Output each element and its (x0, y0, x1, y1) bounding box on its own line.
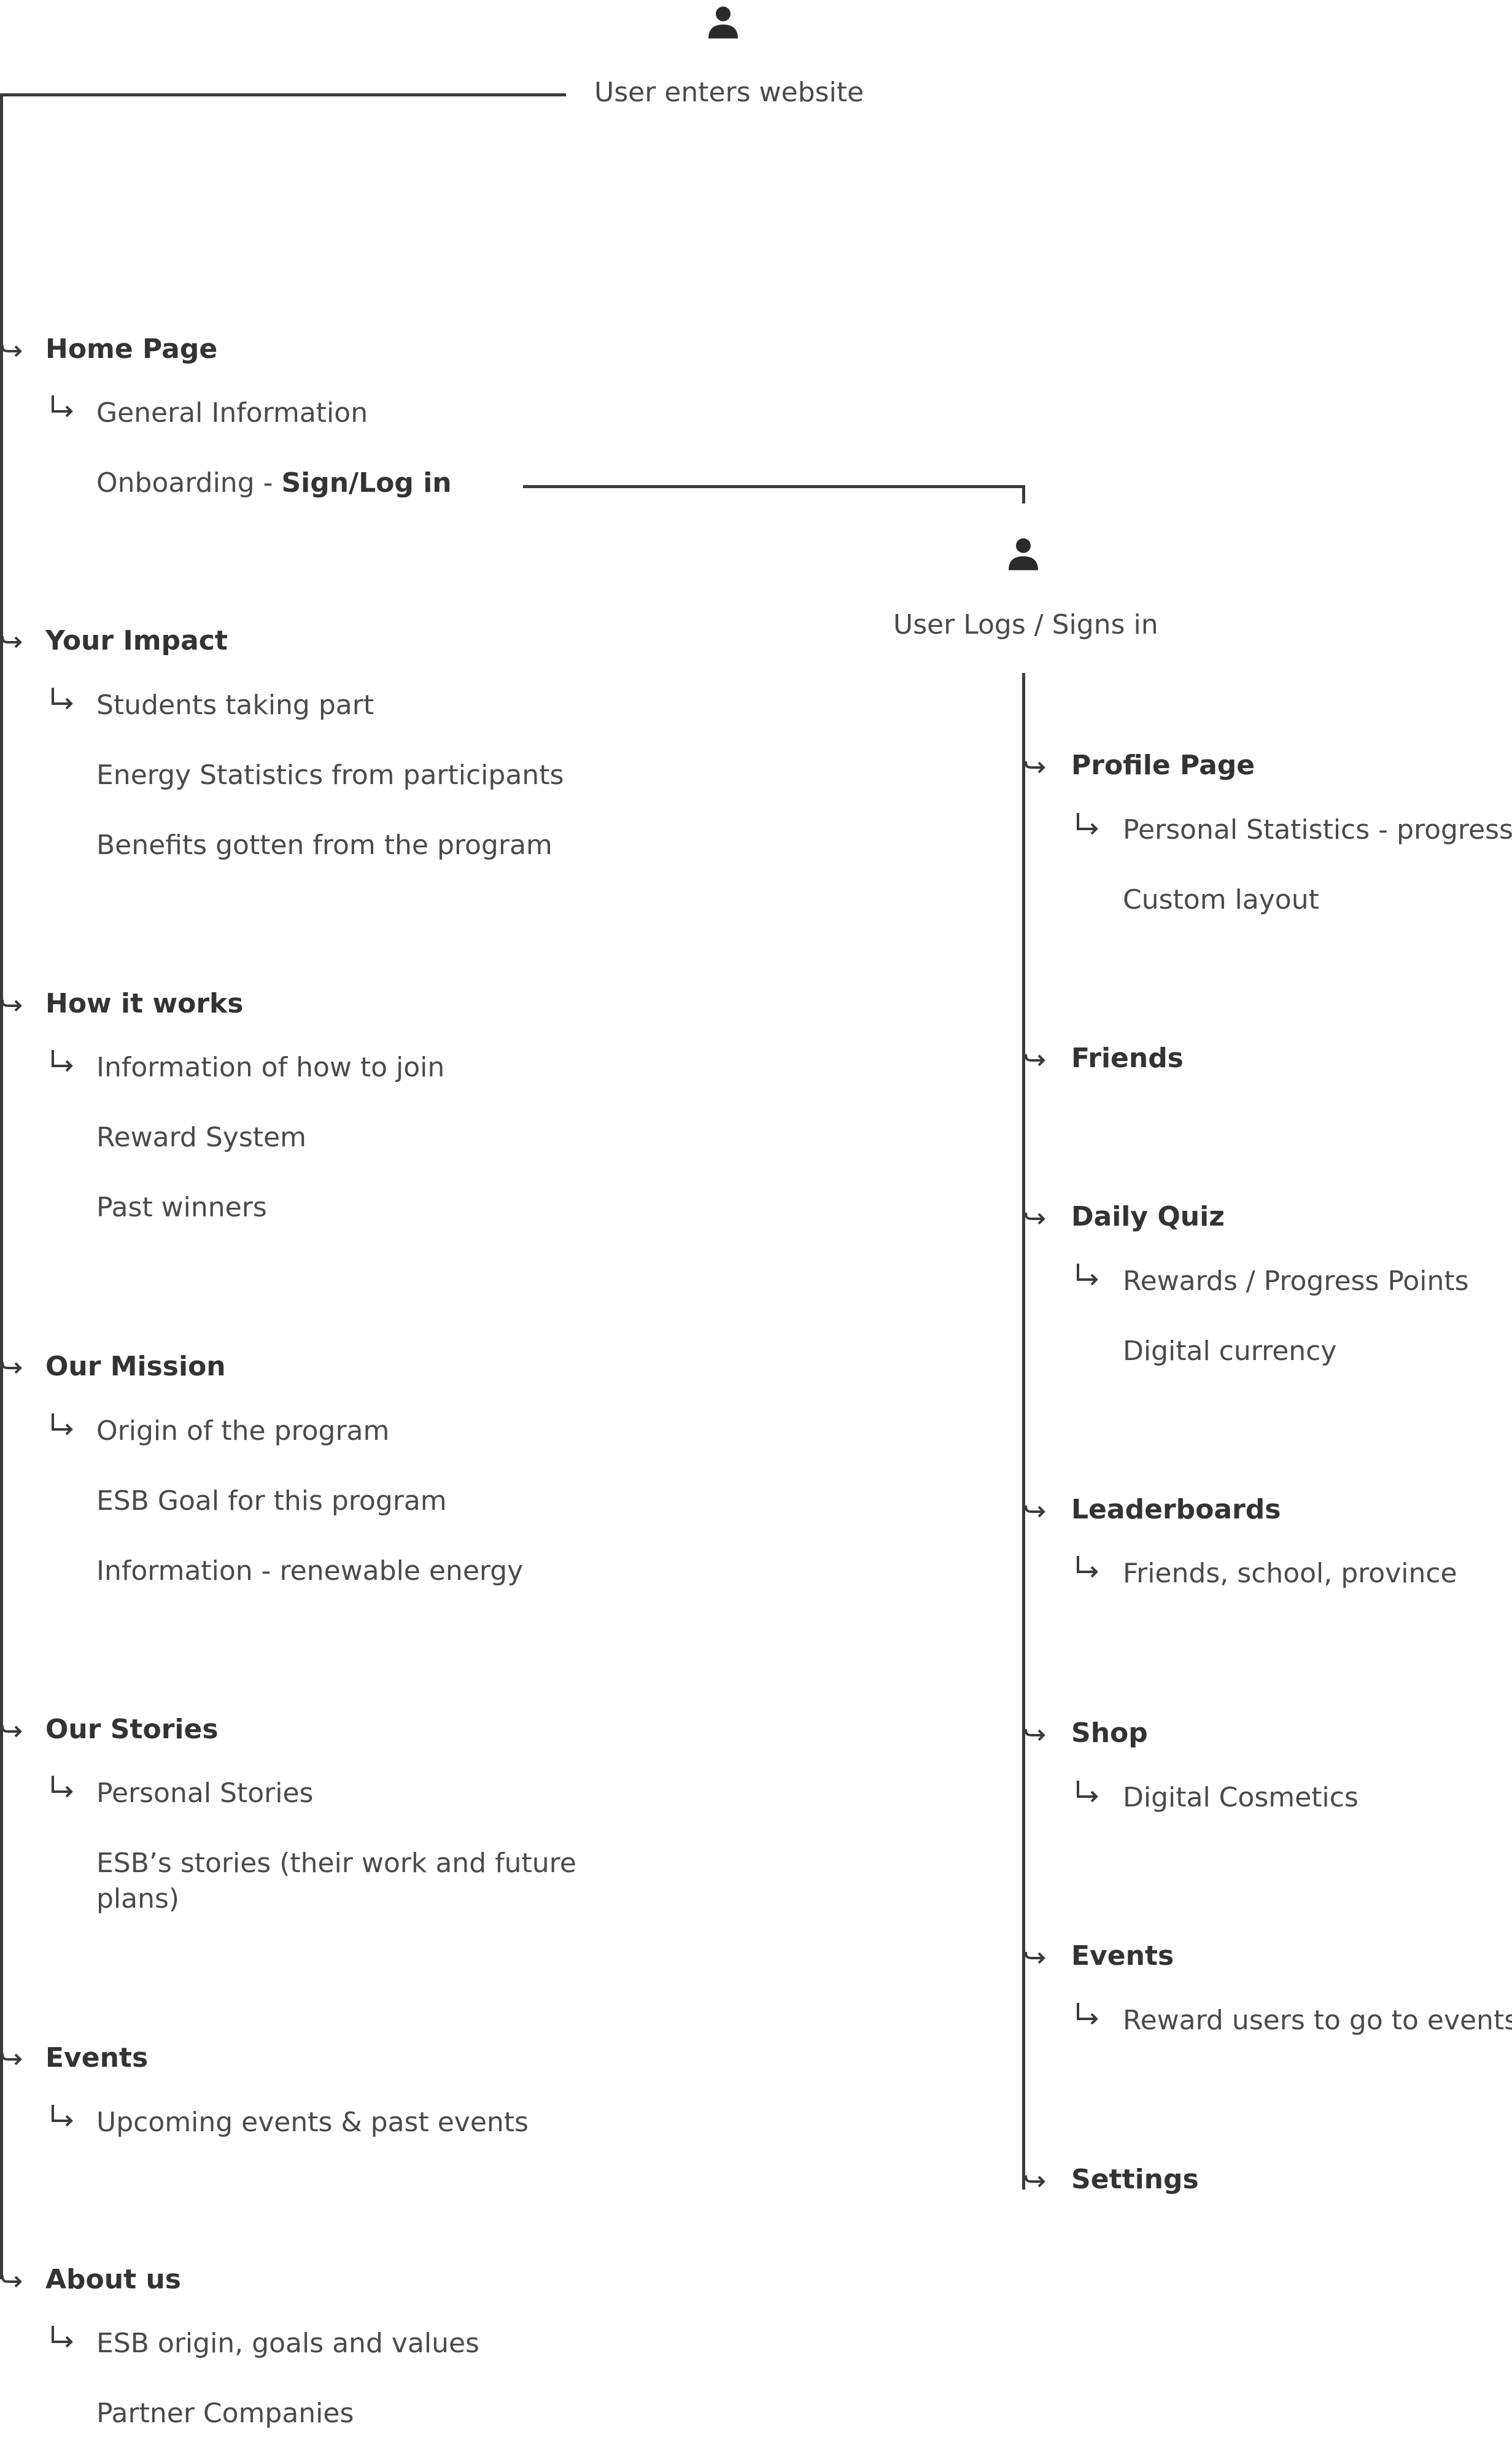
section-title[interactable]: Settings (1071, 2164, 1199, 2195)
section-item[interactable]: Past winners (96, 1192, 267, 1223)
user-icon-start (704, 2, 743, 42)
arrow-right-icon (0, 339, 25, 363)
arrow-right-icon (1023, 2169, 1048, 2194)
section-title[interactable]: About us (45, 2264, 181, 2295)
return-arrow-icon (48, 2102, 76, 2131)
return-arrow-icon (1073, 2000, 1101, 2029)
return-arrow-icon (48, 2323, 76, 2352)
start-label: User enters website (594, 77, 864, 108)
section-item[interactable]: Friends, school, province (1123, 1558, 1457, 1589)
section-item[interactable]: Origin of the program (96, 1415, 390, 1447)
login-label: User Logs / Signs in (893, 609, 1158, 640)
section-title[interactable]: Our Mission (45, 1351, 226, 1382)
arrow-right-icon (1023, 1048, 1048, 1073)
user-icon-login (1004, 534, 1043, 573)
section-item[interactable]: ESB Goal for this program (96, 1485, 447, 1517)
section-item[interactable]: Digital Cosmetics (1123, 1782, 1359, 1813)
section-title[interactable]: Home Page (45, 333, 218, 365)
section-item[interactable]: Benefits gotten from the program (96, 830, 552, 861)
section-title[interactable]: Events (1071, 1940, 1174, 1972)
return-arrow-icon (1073, 1553, 1101, 1582)
section-item[interactable]: Custom layout (1123, 884, 1319, 915)
section-item[interactable]: Information of how to join (96, 1052, 445, 1083)
section-title[interactable]: How it works (45, 988, 244, 1019)
section-item[interactable]: Rewards / Progress Points (1123, 1265, 1469, 1297)
section-item[interactable]: Reward System (96, 1122, 306, 1153)
arrow-right-icon (1023, 755, 1048, 780)
arrow-right-icon (1023, 1207, 1048, 1231)
section-title[interactable]: Friends (1071, 1043, 1184, 1074)
return-arrow-icon (48, 685, 76, 713)
section-item[interactable]: General Information (96, 397, 368, 429)
onboarding-prefix: Onboarding - (96, 467, 282, 499)
section-item[interactable]: ESB origin, goals and values (96, 2328, 479, 2359)
onboarding-drop-line (1022, 485, 1025, 503)
section-title[interactable]: Our Stories (45, 1714, 219, 1745)
section-title[interactable]: Daily Quiz (1071, 1201, 1225, 1232)
return-arrow-icon (1073, 1261, 1101, 1289)
section-item[interactable]: Reward users to go to events (1123, 2005, 1512, 2036)
return-arrow-icon (48, 393, 76, 421)
arrow-right-icon (0, 1719, 25, 1744)
section-title[interactable]: Your Impact (45, 625, 228, 656)
arrow-right-icon (0, 630, 25, 655)
left-trunk-line (0, 93, 3, 2279)
right-trunk-line (1022, 673, 1025, 2190)
return-arrow-icon (1073, 1778, 1101, 1806)
section-item[interactable]: Upcoming events & past events (96, 2107, 529, 2138)
section-item[interactable]: ESB’s stories (their work and future (96, 1848, 576, 1879)
return-arrow-icon (48, 1773, 76, 1802)
section-title[interactable]: Events (45, 2042, 149, 2074)
section-item[interactable]: Personal Stories (96, 1778, 314, 1809)
entry-connector-line (0, 93, 566, 96)
section-item[interactable]: Partner Companies (96, 2398, 354, 2429)
section-item[interactable]: Energy Statistics from participants (96, 760, 564, 791)
section-item[interactable]: Digital currency (1123, 1335, 1337, 1367)
return-arrow-icon (48, 1047, 76, 1076)
return-arrow-icon (48, 1411, 76, 1439)
section-title[interactable]: Shop (1071, 1717, 1148, 1749)
arrow-right-icon (1023, 1723, 1048, 1747)
arrow-right-icon (1023, 1499, 1048, 1524)
onboarding-action[interactable]: Sign/Log in (281, 467, 452, 499)
return-arrow-icon (1073, 810, 1101, 839)
arrow-right-icon (0, 1356, 25, 1380)
section-item[interactable]: Students taking part (96, 690, 374, 721)
arrow-right-icon (0, 2269, 25, 2294)
section-title[interactable]: Leaderboards (1071, 1494, 1281, 1525)
onboarding-connector-line (523, 485, 1025, 488)
onboarding-item[interactable]: Onboarding - Sign/Log in (96, 467, 452, 499)
section-item[interactable]: Information - renewable energy (96, 1555, 524, 1587)
arrow-right-icon (0, 993, 25, 1018)
arrow-right-icon (0, 2047, 25, 2072)
section-item[interactable]: Personal Statistics - progress (1123, 814, 1512, 845)
arrow-right-icon (1023, 1946, 1048, 1970)
section-title[interactable]: Profile Page (1071, 750, 1255, 781)
section-item-continued[interactable]: plans) (96, 1883, 180, 1914)
